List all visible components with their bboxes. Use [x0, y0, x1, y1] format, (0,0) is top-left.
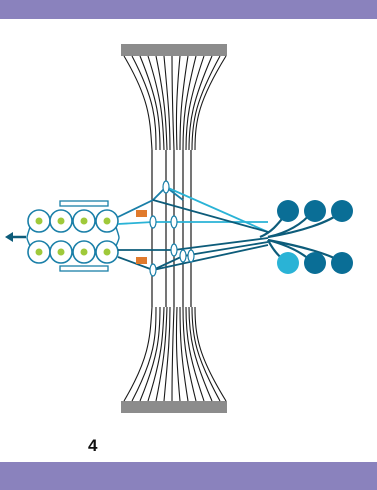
top-fiber-fan: [123, 55, 227, 151]
lower-bar-outline: [59, 265, 109, 272]
granule-cell-cluster: [27, 209, 119, 264]
bottom-gray-bar: [121, 401, 227, 413]
cell-circle-icon: [331, 200, 353, 222]
right-dendritic-tree: [259, 211, 342, 263]
orange-marker-lower: [136, 257, 147, 264]
cell-loop-outline: [26, 226, 120, 247]
right-cell-bodies: [277, 200, 353, 274]
synapse-diamond-icon: [149, 180, 195, 277]
arrow-left-icon: [5, 232, 26, 242]
panel-number: 4: [88, 436, 98, 455]
teal-projection-lines: [117, 185, 269, 271]
top-gray-bar: [121, 44, 227, 56]
cell-circle-icon: [277, 252, 299, 274]
bottom-banner: [0, 462, 377, 490]
cell-circle-icon: [304, 200, 326, 222]
bottom-fiber-fan: [123, 306, 227, 402]
cell-nuclei: [35, 217, 111, 256]
parallel-fibers: [151, 150, 192, 307]
cell-circle-icon: [277, 200, 299, 222]
cell-circle-icon: [304, 252, 326, 274]
orange-marker-upper: [136, 210, 147, 217]
upper-bar-outline: [59, 200, 109, 207]
top-banner: [0, 0, 377, 19]
cell-circle-icon: [331, 252, 353, 274]
